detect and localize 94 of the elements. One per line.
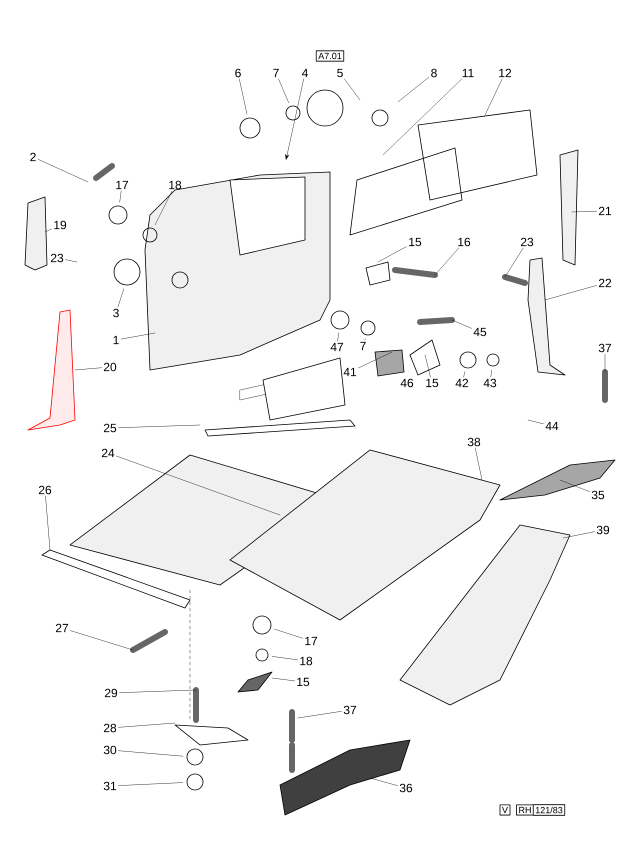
leader-line bbox=[604, 354, 606, 372]
leader-line bbox=[118, 424, 200, 428]
callout-number: 4 bbox=[302, 68, 308, 78]
callout-number: 37 bbox=[598, 344, 612, 352]
leader-line bbox=[490, 370, 492, 378]
callout-number: 1 bbox=[114, 336, 119, 344]
leader-line bbox=[118, 288, 124, 308]
callout-number: 8 bbox=[431, 68, 437, 78]
callout-number: 39 bbox=[596, 526, 610, 534]
callout-number: 17 bbox=[116, 180, 128, 190]
leader-line bbox=[70, 630, 134, 650]
leader-line bbox=[544, 285, 597, 300]
callout-number: 3 bbox=[113, 308, 119, 318]
callout-number: 16 bbox=[458, 238, 470, 246]
callout-number: 21 bbox=[598, 206, 612, 216]
callout-number: 31 bbox=[104, 782, 116, 790]
leader-line bbox=[344, 78, 360, 100]
callout-number: 26 bbox=[38, 486, 52, 494]
leader-line bbox=[337, 332, 339, 342]
callout-number: 46 bbox=[400, 378, 414, 388]
callout-number: 5 bbox=[337, 68, 343, 78]
leader-line bbox=[119, 690, 196, 693]
leader-line bbox=[272, 656, 298, 660]
leader-line bbox=[504, 248, 524, 278]
callout-number: 20 bbox=[104, 362, 116, 372]
callout-number: 19 bbox=[54, 220, 66, 230]
leader-line bbox=[475, 448, 482, 480]
callout-number: 47 bbox=[330, 342, 344, 352]
callout-number: 22 bbox=[598, 278, 612, 288]
callout-number: 41 bbox=[344, 368, 356, 376]
leader-line bbox=[484, 78, 502, 116]
leader-line bbox=[298, 711, 342, 718]
leader-line bbox=[358, 352, 392, 368]
leader-line bbox=[560, 480, 590, 492]
callout-number: 42 bbox=[456, 378, 468, 388]
callout-number: 23 bbox=[520, 238, 534, 246]
leader-line bbox=[370, 778, 398, 786]
leader-line bbox=[38, 159, 88, 182]
leader-line bbox=[285, 78, 304, 160]
code-box: V bbox=[500, 804, 510, 816]
callout-number: 6 bbox=[235, 68, 241, 78]
leader-line bbox=[382, 78, 462, 156]
callout-number: 30 bbox=[104, 746, 116, 754]
leader-line bbox=[118, 750, 184, 756]
leader-line bbox=[278, 78, 289, 103]
callout-number: 23 bbox=[50, 254, 64, 262]
leader-line bbox=[572, 211, 597, 212]
callout-number: 36 bbox=[400, 784, 412, 792]
leader-line bbox=[272, 678, 295, 682]
callout-number: 15 bbox=[426, 378, 438, 388]
callout-number: 18 bbox=[300, 656, 312, 666]
leader-line bbox=[74, 368, 102, 370]
callout-number: 28 bbox=[104, 724, 116, 732]
leader-line bbox=[45, 496, 50, 550]
callout-number: 45 bbox=[474, 328, 486, 336]
callout-number: 15 bbox=[297, 678, 310, 686]
leader-line bbox=[154, 190, 172, 226]
callout-number: 18 bbox=[169, 180, 182, 190]
callout-number: 7 bbox=[360, 342, 366, 350]
leader-line bbox=[274, 628, 303, 638]
callout-number: 7 bbox=[273, 68, 279, 78]
callout-number: 17 bbox=[305, 636, 318, 646]
leader-line bbox=[463, 371, 466, 378]
callout-number: 44 bbox=[546, 422, 558, 430]
leader-line bbox=[452, 320, 472, 329]
callout-number: 29 bbox=[104, 688, 118, 698]
callout-number: 35 bbox=[592, 490, 604, 500]
leader-line bbox=[120, 190, 122, 202]
callout-number: 38 bbox=[468, 438, 480, 446]
leader-line bbox=[120, 332, 156, 340]
leader-line bbox=[116, 456, 280, 516]
leader-line bbox=[528, 420, 544, 424]
callout-number: 27 bbox=[56, 624, 68, 632]
leader-line bbox=[118, 782, 183, 786]
leader-line bbox=[398, 76, 430, 102]
callout-number: 15 bbox=[409, 238, 422, 246]
leader-line bbox=[562, 531, 595, 538]
callout-number: 25 bbox=[104, 424, 116, 432]
callout-number: 37 bbox=[344, 706, 356, 714]
leader-line bbox=[424, 354, 431, 378]
callout-number: 43 bbox=[484, 378, 496, 388]
code-box: A7.01 bbox=[316, 50, 344, 62]
callout-number: 11 bbox=[462, 68, 474, 78]
leader-line bbox=[364, 338, 366, 340]
leader-line bbox=[65, 259, 78, 262]
callout-number: 2 bbox=[30, 152, 36, 162]
callout-number: 24 bbox=[102, 448, 114, 458]
leader-line bbox=[44, 228, 52, 232]
leader-line bbox=[434, 248, 459, 276]
leader-line bbox=[378, 246, 407, 262]
callout-number: 12 bbox=[499, 68, 512, 78]
leader-line bbox=[239, 78, 248, 114]
leader-line bbox=[118, 722, 176, 728]
code-box: RH bbox=[516, 804, 534, 816]
